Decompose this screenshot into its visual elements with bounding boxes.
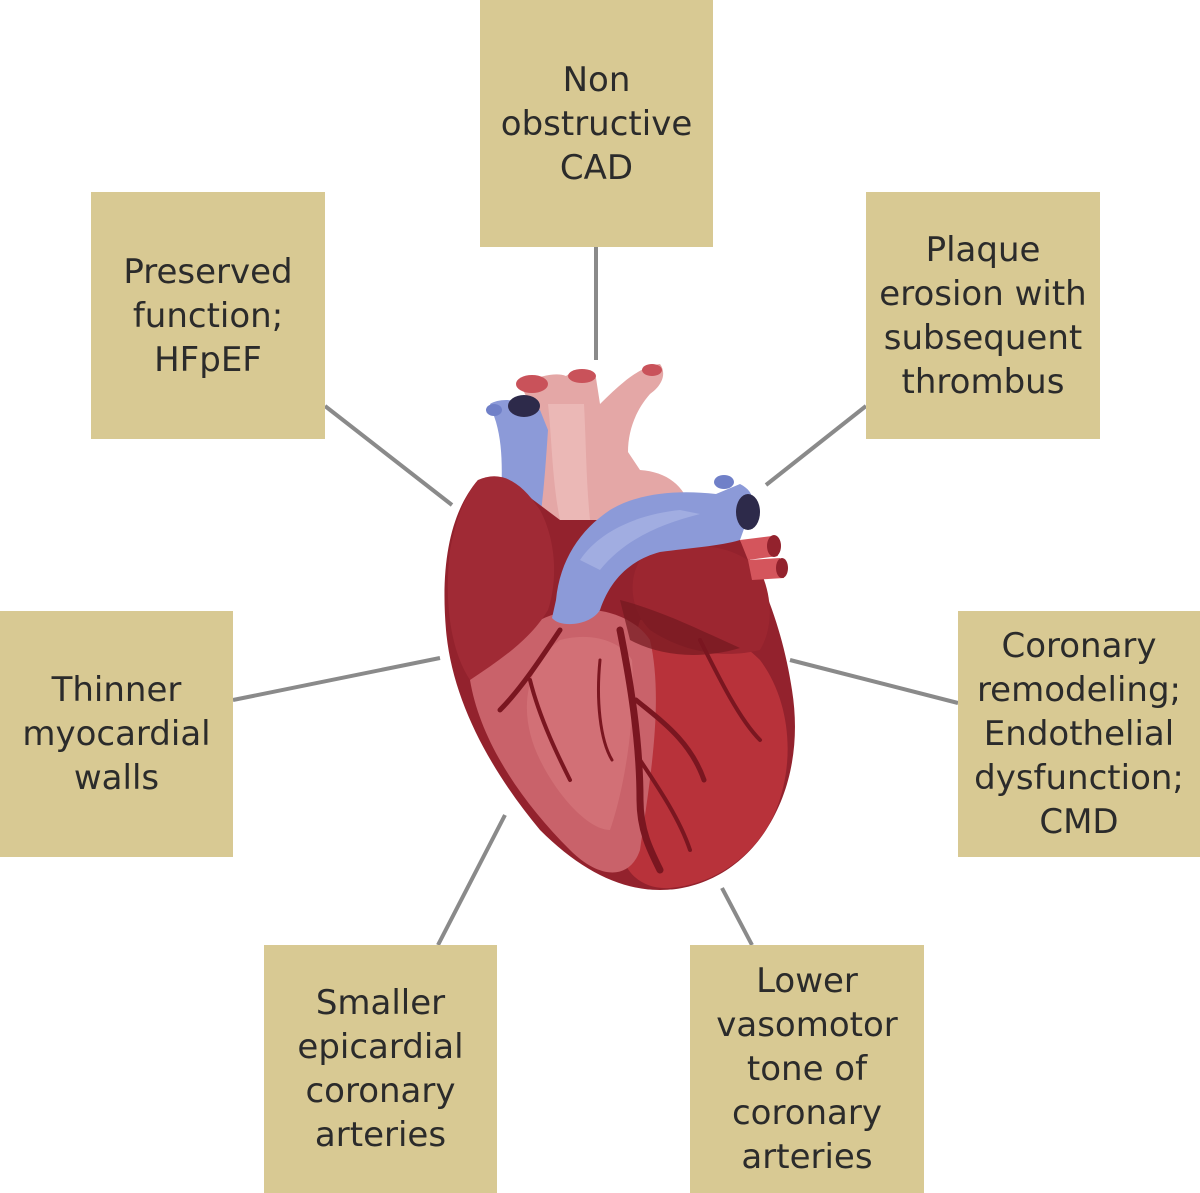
factor-label: Coronary remodeling; Endothelial dysfunc… <box>974 626 1184 842</box>
connector-mid-right <box>789 658 959 705</box>
pulmonary-opening <box>736 494 760 530</box>
factor-label: Smaller epicardial coronary arteries <box>297 983 464 1155</box>
pulmonary-artery-highlight <box>580 510 700 570</box>
factor-label: Non obstructive CAD <box>500 59 693 188</box>
pulmonary-opening <box>714 475 734 489</box>
pulmonary-vein-opening <box>776 558 788 578</box>
factor-box-top: Non obstructive CAD <box>480 0 713 247</box>
factor-box-lower-left: Smaller epicardial coronary arteries <box>264 945 497 1193</box>
vena-cava-opening <box>508 395 540 417</box>
connector-lower-left <box>436 814 507 946</box>
factor-label: Lower vasomotor tone of coronary arterie… <box>716 961 898 1177</box>
vessel-opening <box>516 375 548 393</box>
connector-lower-right <box>720 887 754 946</box>
aorta-highlight <box>548 404 590 520</box>
vessel-opening <box>568 369 596 383</box>
vena-cava-opening <box>486 404 502 416</box>
vessel-opening <box>642 364 662 376</box>
coronary-arteries <box>497 626 762 874</box>
connector-upper-left <box>323 404 454 507</box>
connector-upper-right <box>764 404 868 487</box>
factor-label: Preserved function; HFpEF <box>123 251 293 380</box>
factor-box-mid-left: Thinner myocardial walls <box>0 611 233 857</box>
pulmonary-artery <box>552 484 753 625</box>
pulmonary-vein <box>748 558 784 580</box>
factor-box-upper-left: Preserved function; HFpEF <box>91 192 325 439</box>
factor-box-upper-right: Plaque erosion with subsequent thrombus <box>866 192 1100 439</box>
factor-label: Plaque erosion with subsequent thrombus <box>879 229 1087 402</box>
ventricle-highlight <box>526 636 633 830</box>
factor-box-mid-right: Coronary remodeling; Endothelial dysfunc… <box>958 611 1200 857</box>
left-ventricle <box>618 617 788 889</box>
pulmonary-vein-opening <box>767 535 781 557</box>
connector-mid-left <box>232 656 441 702</box>
factor-box-lower-right: Lower vasomotor tone of coronary arterie… <box>690 945 924 1193</box>
right-atrium <box>447 476 555 680</box>
factor-label: Thinner myocardial walls <box>22 670 211 798</box>
left-atrium-shadow <box>620 600 740 655</box>
